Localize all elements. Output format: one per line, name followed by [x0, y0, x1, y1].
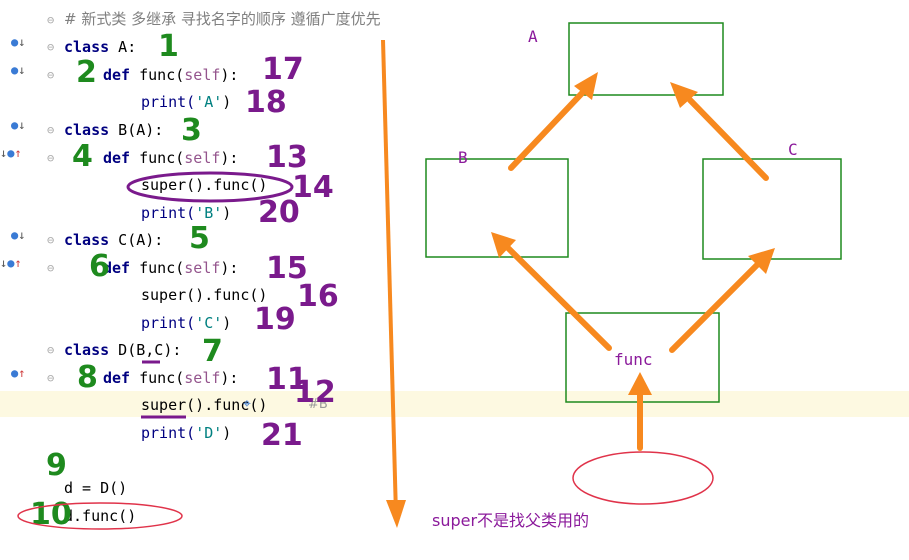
code-line-print-b[interactable]: print('B')	[141, 204, 232, 222]
annotation-green: 4	[72, 139, 93, 174]
code-inline-comment: #B	[308, 397, 328, 412]
code-line-print-d[interactable]: print('D')	[141, 424, 232, 442]
code-line-super-c[interactable]: super().func()	[141, 286, 268, 304]
arrow-d-to-b	[502, 242, 612, 351]
code-line-def-d[interactable]: def func(self):	[103, 369, 239, 387]
fold-icon[interactable]: ⊖	[47, 123, 55, 137]
box-b	[425, 158, 569, 258]
override-marker-icon[interactable]: ●↓	[11, 35, 26, 49]
code-line-instance[interactable]: d = D()	[64, 479, 128, 497]
annotation-purple: 14	[292, 170, 334, 205]
annotation-green: 3	[181, 113, 202, 148]
fold-icon[interactable]: ⊖	[47, 68, 55, 82]
fold-icon[interactable]: ⊖	[47, 151, 55, 165]
fold-icon[interactable]: ⊖	[47, 261, 55, 275]
arrowhead	[574, 72, 598, 100]
arrowhead	[628, 372, 652, 395]
diagram-label-c: C	[788, 140, 798, 159]
annotation-purple: 21	[261, 418, 303, 453]
fold-icon[interactable]: ⊖	[47, 40, 55, 54]
annotation-green: 5	[189, 221, 210, 256]
code-line-class-a[interactable]: class A:	[64, 38, 137, 56]
code-line-super-b[interactable]: super().func()	[141, 176, 268, 194]
code-line-print-a[interactable]: print('A')	[141, 93, 232, 111]
code-comment: # 新式类 多继承 寻找名字的顺序 遵循广度优先	[64, 10, 381, 28]
annotation-purple: 13	[266, 140, 308, 175]
override-marker-icon[interactable]: ↓●↑	[0, 146, 22, 160]
annotation-purple: 17	[262, 52, 304, 87]
editor-gutter	[0, 0, 60, 560]
diagram-caption: super不是找父类用的	[432, 511, 590, 530]
annotation-purple: 16	[297, 279, 339, 314]
current-line-highlight	[0, 391, 909, 417]
annotation-purple: 19	[254, 302, 296, 337]
diagram-label-a: A	[528, 27, 538, 46]
annotation-green: 9	[46, 448, 67, 483]
annotation-ellipse-red	[17, 502, 183, 530]
annotation-green: 2	[76, 55, 97, 90]
box-c	[702, 158, 842, 260]
text-cursor-icon: ⌖	[243, 396, 251, 412]
call-ellipse	[572, 451, 714, 505]
override-marker-icon[interactable]: ●↓	[11, 118, 26, 132]
fold-icon[interactable]: ⊖	[47, 233, 55, 247]
code-line-def-a[interactable]: def func(self):	[103, 66, 239, 84]
annotation-purple: 20	[258, 195, 300, 230]
code-line-def-b[interactable]: def func(self):	[103, 149, 239, 167]
code-line-class-c[interactable]: class C(A):	[64, 231, 164, 249]
annotation-green: 1	[158, 29, 179, 64]
code-line-super-d[interactable]: super().func()	[141, 396, 268, 414]
code-line-print-c[interactable]: print('C')	[141, 314, 232, 332]
override-marker-icon[interactable]: ●↓	[11, 228, 26, 242]
annotation-green: 6	[89, 249, 110, 284]
diagram-label-b: B	[458, 148, 468, 167]
arrowhead	[670, 82, 698, 108]
annotation-purple: 12	[294, 375, 336, 410]
code-line-call[interactable]: d.func()	[64, 507, 137, 525]
fold-icon[interactable]: ⊖	[47, 343, 55, 357]
annotation-purple: 11	[266, 362, 308, 397]
code-line-class-d[interactable]: class D(B,C):	[64, 341, 182, 359]
annotation-purple: 18	[245, 85, 287, 120]
arrow-b-to-a	[508, 87, 588, 171]
override-marker-icon[interactable]: ↓●↑	[0, 256, 22, 270]
arrowhead	[748, 248, 775, 274]
box-a	[568, 22, 724, 96]
annotation-green: 8	[77, 360, 98, 395]
diagram-label-func: func	[614, 350, 653, 369]
annotation-green: 7	[202, 334, 223, 369]
annotation-purple: 15	[266, 251, 308, 286]
code-line-class-b[interactable]: class B(A):	[64, 121, 164, 139]
arrow-d-to-c	[669, 259, 763, 353]
arrowhead	[491, 232, 516, 258]
arrow-c-to-a	[687, 97, 769, 181]
vertical-arrow-head	[386, 500, 406, 528]
override-marker-icon[interactable]: ●↑	[11, 366, 26, 380]
annotation-ellipse-purple	[126, 171, 294, 203]
fold-icon[interactable]: ⊖	[47, 371, 55, 385]
fold-icon[interactable]: ⊖	[47, 13, 55, 27]
vertical-arrow	[381, 39, 398, 516]
override-marker-icon[interactable]: ●↓	[11, 63, 26, 77]
code-line-def-c[interactable]: def func(self):	[103, 259, 239, 277]
